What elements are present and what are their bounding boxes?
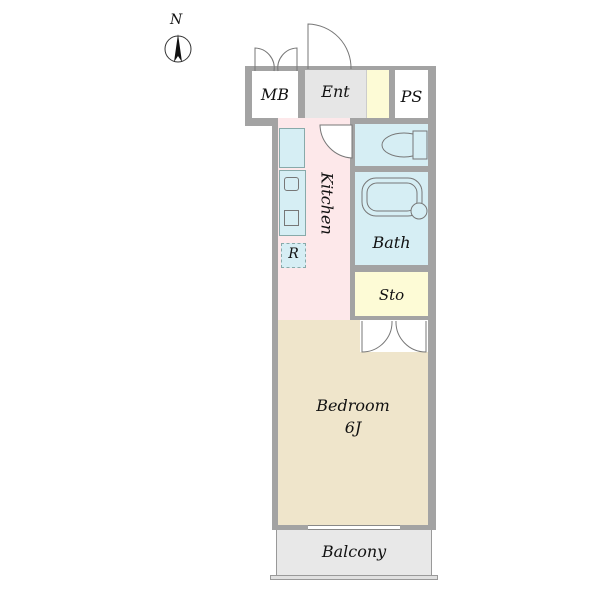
room-storage[interactable] [355,272,428,316]
room-mb [252,71,298,118]
room-bedroom[interactable] [278,320,428,525]
balcony-label: Balcony [321,542,387,561]
stove-icon [284,177,299,191]
bedroom-label: Bedroom [316,396,390,415]
fridge-space [281,243,306,268]
compass-icon [164,34,192,63]
closet-door-area [360,320,428,352]
sink-counter [279,128,305,168]
room-ps [395,70,428,118]
balcony-railing [270,575,438,580]
toilet-icon [381,130,428,160]
compass-label: N [170,12,183,28]
entrance-door-icon [307,23,352,70]
entrance-label: Ent [321,82,350,101]
kitchen-label: Kitchen [317,172,337,235]
balcony-window [308,525,400,530]
toilet-door-icon [319,124,353,159]
balcony[interactable] [276,530,432,575]
bathtub-icon [361,177,428,220]
mb-label: MB [260,85,290,104]
ps-label: PS [400,87,423,106]
mb-door-icon [254,47,298,72]
bath-label: Bath [372,233,411,252]
shoe-closet [366,70,389,118]
sink-icon [284,210,299,226]
storage-label: Sto [378,286,405,304]
bedroom-size: 6J [344,418,362,437]
room-entrance[interactable] [305,70,366,118]
closet-door-icon [361,320,427,353]
fridge-label: R [288,246,299,262]
